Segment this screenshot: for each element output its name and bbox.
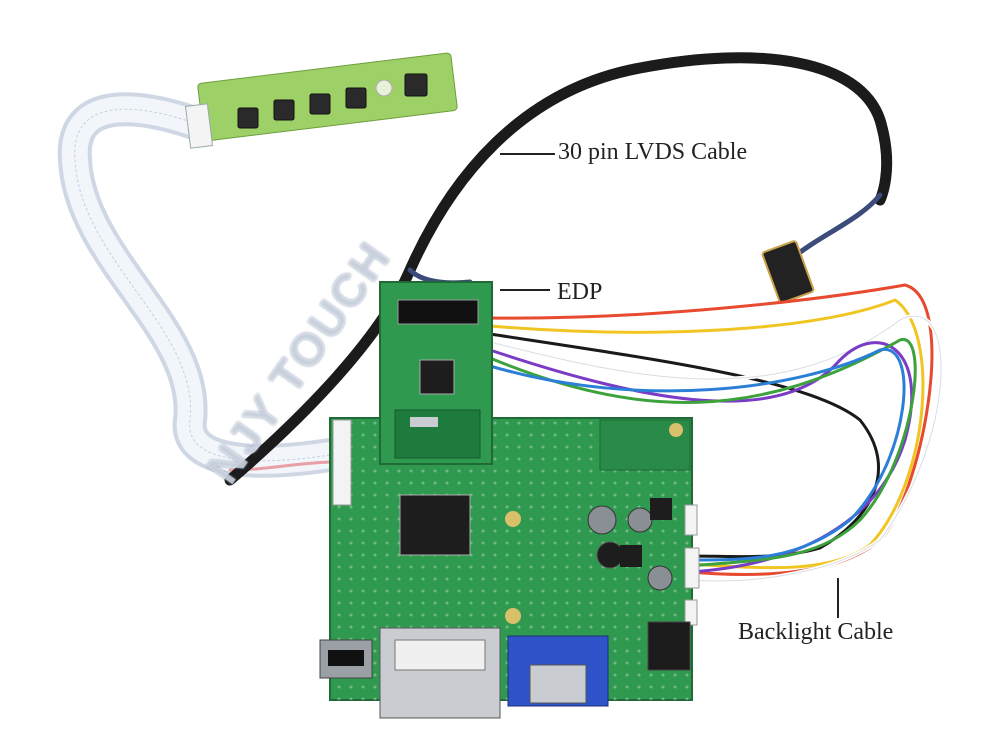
keypad-ribbon-cable (57, 92, 347, 478)
backlight-wires (489, 283, 943, 583)
keypad-board (184, 52, 458, 149)
keypad-buttons (237, 73, 428, 129)
edp-adapter-board (379, 281, 493, 465)
main-board (319, 417, 700, 719)
lvds-connector (761, 240, 815, 304)
backlight-cable-label: Backlight Cable (738, 619, 894, 645)
lvds-cable-label: 30 pin LVDS Cable (558, 139, 748, 165)
power-jack (647, 621, 691, 671)
edp-label: EDP (557, 279, 603, 305)
main-chip (399, 494, 471, 556)
